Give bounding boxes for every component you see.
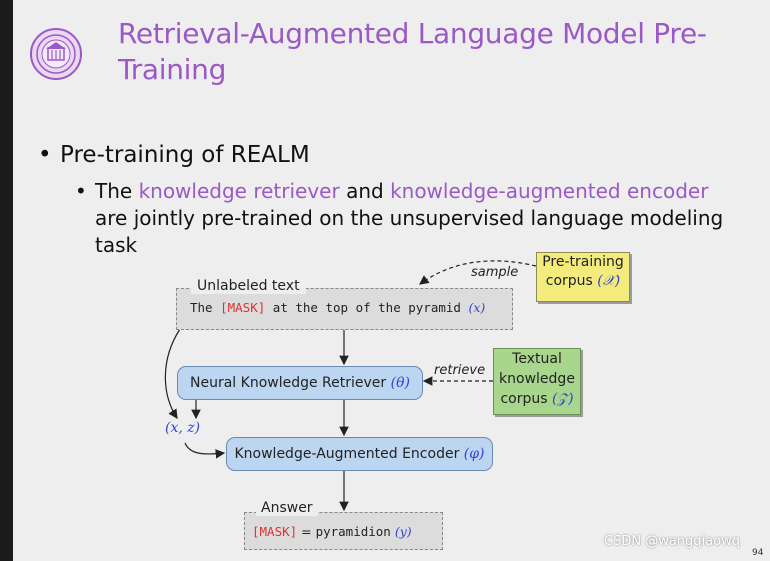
- unlabeled-post: at the top of the pyramid: [265, 300, 469, 315]
- bullet-2-post: are jointly pre-trained on the unsupervi…: [95, 206, 724, 257]
- bullet-dot: •: [38, 142, 52, 168]
- bullet-2-text: The knowledge retriever and knowledge-au…: [95, 178, 745, 259]
- mask-token: [MASK]: [220, 300, 266, 315]
- sample-arrow: [419, 260, 537, 285]
- pretraining-corpus-box: Pre-training corpus (𝒳): [536, 252, 630, 302]
- textual-line-1: Textual: [512, 351, 562, 367]
- bullet-2-mid: and: [339, 179, 391, 203]
- pretraining-line-2: corpus: [545, 273, 598, 289]
- university-seal-logo: [30, 28, 82, 80]
- var-X: (𝒳): [597, 273, 621, 289]
- arrow-text-to-xz: [164, 328, 181, 420]
- slide-title: Retrieval-Augmented Language Model Pre- …: [118, 16, 718, 88]
- answer-label: Answer: [256, 500, 318, 516]
- var-Z: (𝒵): [551, 391, 574, 407]
- unlabeled-text-label: Unlabeled text: [191, 278, 306, 294]
- xz-label: (x, z): [165, 420, 201, 436]
- page-number: 94: [752, 548, 764, 558]
- textual-line-3: corpus: [500, 391, 552, 407]
- bullet-1-text: Pre-training of REALM: [60, 142, 310, 168]
- bullet-1: • Pre-training of REALM: [38, 142, 310, 168]
- var-y: (y): [390, 524, 412, 539]
- unlabeled-text-content: The [MASK] at the top of the pyramid (x): [190, 300, 485, 315]
- textual-line-2: knowledge: [499, 371, 575, 387]
- bullet-dot: •: [75, 179, 87, 203]
- bullet-2: • The knowledge retriever and knowledge-…: [75, 178, 745, 259]
- retrieve-label: retrieve: [434, 363, 486, 378]
- answer-mask-token: [MASK]: [252, 524, 298, 539]
- textual-knowledge-corpus-box: Textual knowledge corpus (𝒵): [493, 348, 581, 415]
- var-phi: (φ): [463, 446, 485, 462]
- knowledge-augmented-encoder-box: Knowledge-Augmented Encoder (φ): [226, 437, 493, 471]
- answer-box: [244, 512, 443, 550]
- answer-content: [MASK] = pyramidion (y): [252, 524, 412, 539]
- var-theta: (θ): [390, 375, 410, 391]
- answer-equals: =: [297, 524, 316, 539]
- unlabeled-pre: The: [190, 300, 221, 315]
- encoder-label: Knowledge-Augmented Encoder: [234, 446, 464, 462]
- unlabeled-text-box: [176, 288, 513, 330]
- arrow-xz-to-encoder: [184, 442, 226, 459]
- bullet-2-pre: The: [95, 179, 139, 203]
- title-line-1: Retrieval-Augmented Language Model Pre-: [118, 17, 707, 50]
- title-line-2: Training: [118, 53, 227, 86]
- left-dark-bar: [0, 0, 13, 561]
- retriever-label: Neural Knowledge Retriever: [190, 375, 391, 391]
- csdn-watermark: CSDN @wangqiaowq: [604, 534, 740, 549]
- highlight-knowledge-retriever: knowledge retriever: [138, 179, 340, 203]
- sample-label: sample: [471, 265, 519, 280]
- neural-knowledge-retriever-box: Neural Knowledge Retriever (θ): [177, 366, 423, 400]
- answer-word: pyramidion: [315, 524, 391, 539]
- pretraining-line-1: Pre-training: [542, 254, 624, 270]
- highlight-knowledge-augmented-encoder: knowledge-augmented encoder: [390, 179, 709, 203]
- var-x: (x): [468, 300, 486, 315]
